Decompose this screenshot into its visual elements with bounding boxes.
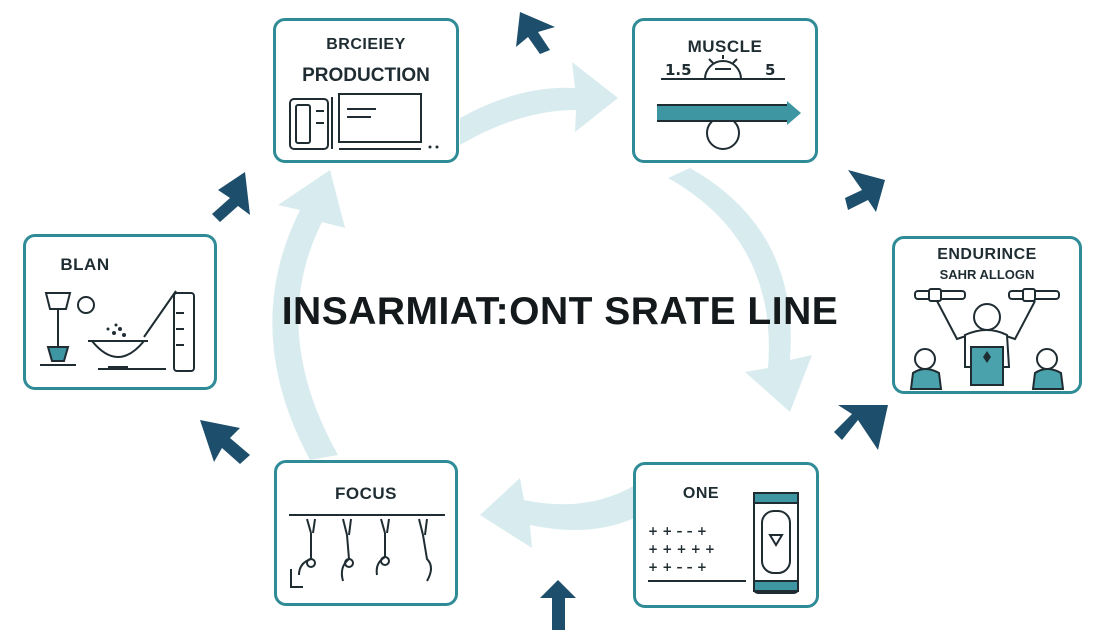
lab-bowl-icon	[40, 290, 195, 372]
pointer-arrow-bottom	[540, 580, 576, 630]
card-production: BRCIEIEY PRODUCTION	[273, 18, 459, 163]
pointer-arrow-top	[516, 12, 555, 54]
card-endurance-title: ENDURINCE	[937, 246, 1037, 263]
cycle-arrow-bottom	[480, 478, 650, 548]
pointer-arrow-right-lower	[834, 405, 888, 450]
card-focus: FOCUS	[274, 460, 458, 606]
card-focus-title: FOCUS	[335, 484, 397, 503]
center-title: INSARMIAT:ONT SRATE LINE	[281, 290, 839, 333]
hanging-stems-icon	[289, 514, 445, 588]
cycle-arrow-left	[272, 170, 345, 460]
grid-device-icon: + + – – + + + + + + + + – – +	[648, 492, 799, 594]
card-production-title: BRCIEIEY	[326, 36, 406, 53]
card-blan: BLAN	[23, 234, 217, 390]
card-endurance-subtitle: SAHR ALLOGN	[939, 267, 1035, 282]
weightlifter-icon	[909, 288, 1065, 390]
card-endurance: ENDURINCE SAHR ALLOGN	[892, 236, 1082, 394]
grid-row-2: + + + + +	[648, 542, 715, 556]
cycle-arrow-right	[668, 168, 812, 412]
pointer-arrow-left-lower	[200, 420, 250, 464]
card-production-subtitle: PRODUCTION	[302, 65, 430, 86]
gauge-right-label: 5	[765, 61, 775, 79]
gauge-left-label: 1.5	[665, 61, 692, 79]
card-one: ONE + + – – + + + + + + + + – – +	[633, 462, 819, 608]
machine-panel-icon	[289, 93, 439, 150]
card-blan-title: BLAN	[60, 255, 110, 274]
pointer-arrow-right-upper	[845, 170, 885, 212]
gauge-bar-icon: 1.5 5	[657, 55, 801, 150]
grid-row-3: + + – – +	[648, 560, 707, 574]
card-one-title: ONE	[682, 485, 720, 502]
grid-row-1: + + – – +	[648, 524, 707, 538]
pointer-arrow-left-upper	[212, 172, 250, 222]
cycle-arrow-top	[460, 62, 618, 145]
card-muscle-title: MUSCLE	[687, 37, 763, 56]
card-muscle: MUSCLE 1.5 5	[632, 18, 818, 163]
